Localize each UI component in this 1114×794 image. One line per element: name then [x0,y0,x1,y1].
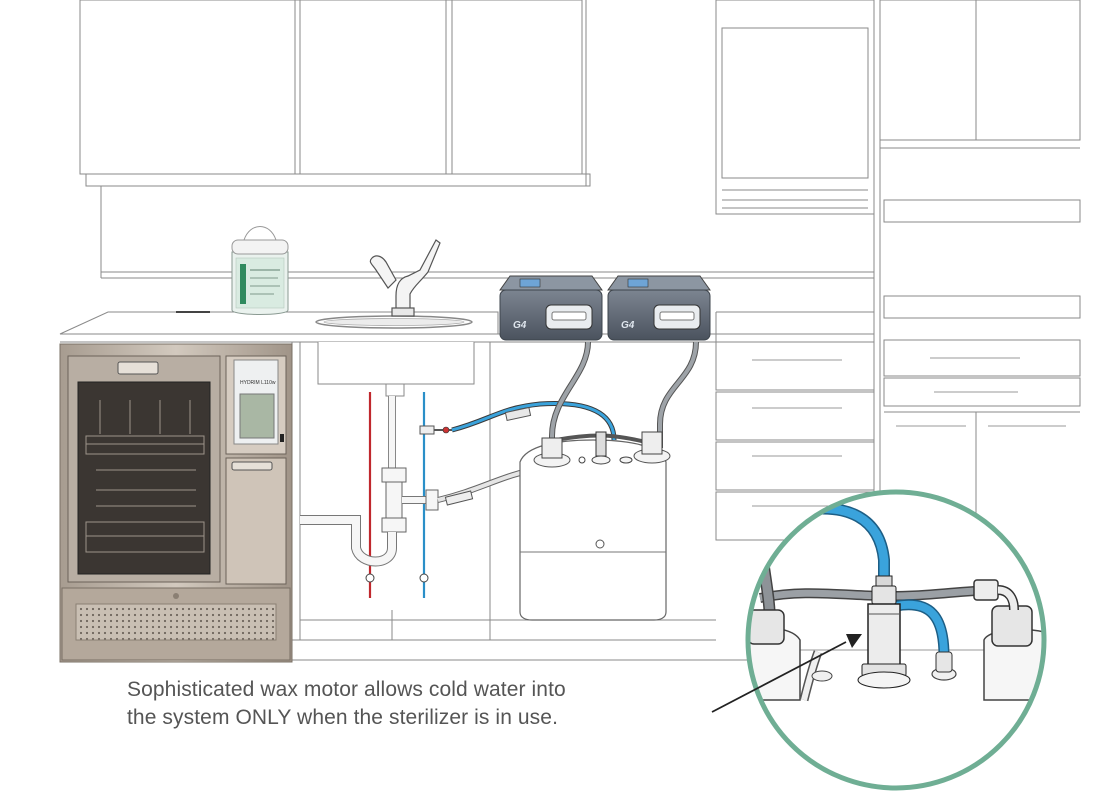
cabinet-panel-brand: HYDRIM L110w [240,380,276,386]
sterilizer-badge: G4 [513,320,527,331]
washer-cabinet: HYDRIM L110w [59,343,293,663]
sink [315,315,475,397]
zoom-callout [745,489,1047,791]
water-tank [519,431,671,621]
caption-line-2: the system ONLY when the sterilizer is i… [127,706,558,729]
sterilizer-badge: G4 [621,320,635,331]
disinfectant-wipes-icon [231,226,289,315]
wax-motor-valve-icon [857,575,911,689]
sterilizer-left: G4 [499,275,603,341]
pointer-arrow-icon [711,634,862,713]
caption-line-1: Sophisticated wax motor allows cold wate… [127,678,566,701]
faucet-icon [369,239,441,317]
sterilizer-right: G4 [607,275,711,341]
